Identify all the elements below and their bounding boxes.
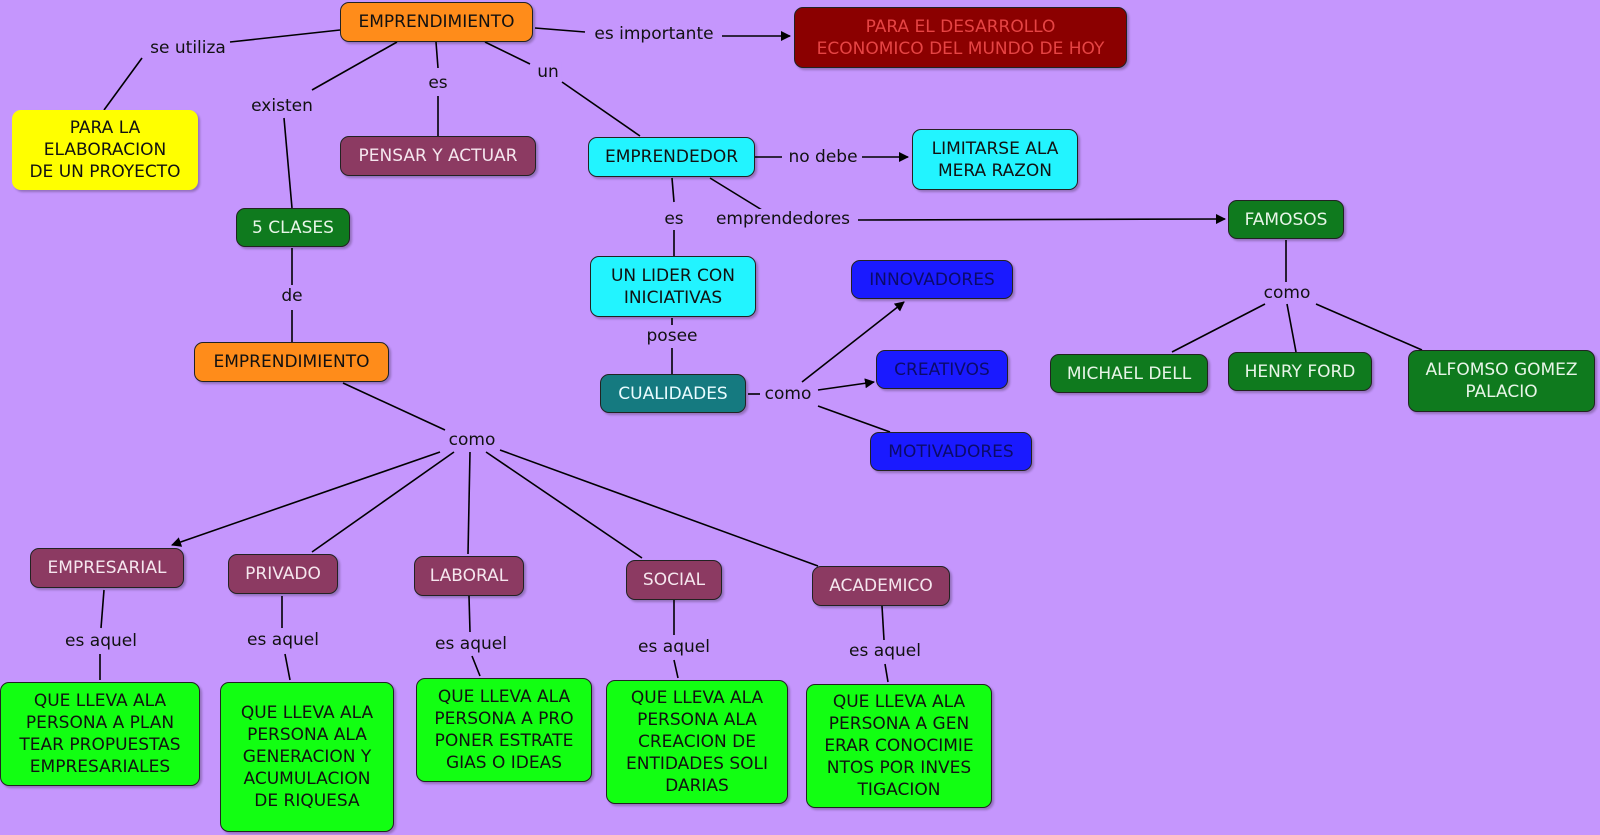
empresarial-node[interactable]: EMPRESARIAL bbox=[30, 548, 184, 588]
label-de: de bbox=[279, 286, 305, 306]
label-es-lider: es bbox=[662, 209, 686, 229]
academico-node[interactable]: ACADEMICO bbox=[812, 566, 950, 606]
label-es-aquel-laboral: es aquel bbox=[433, 634, 509, 654]
laboral-description-node[interactable]: QUE LLEVA ALA PERSONA A PRO PONER ESTRAT… bbox=[416, 678, 592, 782]
label-se-utiliza: se utiliza bbox=[148, 38, 228, 58]
emprendedor-node[interactable]: EMPRENDEDOR bbox=[588, 137, 755, 177]
label-no-debe: no debe bbox=[786, 147, 860, 167]
pensar-actuar-node[interactable]: PENSAR Y ACTUAR bbox=[340, 136, 536, 176]
label-emprendedores: emprendedores bbox=[713, 209, 853, 229]
michael-dell-node[interactable]: MICHAEL DELL bbox=[1050, 354, 1208, 393]
motivadores-node[interactable]: MOTIVADORES bbox=[870, 432, 1032, 471]
label-como-famosos: como bbox=[1261, 283, 1313, 303]
social-node[interactable]: SOCIAL bbox=[626, 560, 722, 600]
privado-node[interactable]: PRIVADO bbox=[228, 554, 338, 594]
laboral-node[interactable]: LABORAL bbox=[414, 556, 524, 596]
label-existen: existen bbox=[249, 96, 315, 116]
label-posee: posee bbox=[644, 326, 700, 346]
alfomso-gomez-node[interactable]: ALFOMSO GOMEZ PALACIO bbox=[1408, 350, 1595, 412]
emprendimiento-root-node[interactable]: EMPRENDIMIENTO bbox=[340, 2, 533, 42]
innovadores-node[interactable]: INNOVADORES bbox=[851, 260, 1013, 299]
privado-description-node[interactable]: QUE LLEVA ALA PERSONA ALA GENERACION Y A… bbox=[220, 682, 394, 832]
creativos-node[interactable]: CREATIVOS bbox=[876, 350, 1008, 389]
label-es-pensar: es bbox=[426, 73, 450, 93]
empresarial-description-node[interactable]: QUE LLEVA ALA PERSONA A PLAN TEAR PROPUE… bbox=[0, 682, 200, 786]
desarrollo-economico-node[interactable]: PARA EL DESARROLLO ECONOMICO DEL MUNDO D… bbox=[794, 7, 1127, 68]
label-es-aquel-privado: es aquel bbox=[245, 630, 321, 650]
label-como-clases: como bbox=[446, 430, 498, 450]
cinco-clases-node[interactable]: 5 CLASES bbox=[236, 208, 350, 247]
famosos-node[interactable]: FAMOSOS bbox=[1228, 200, 1344, 239]
emprendimiento-clases-node[interactable]: EMPRENDIMIENTO bbox=[194, 342, 389, 382]
label-es-importante: es importante bbox=[592, 24, 716, 44]
label-es-aquel-empresarial: es aquel bbox=[63, 631, 139, 651]
social-description-node[interactable]: QUE LLEVA ALA PERSONA ALA CREACION DE EN… bbox=[606, 680, 788, 804]
cualidades-node[interactable]: CUALIDADES bbox=[600, 374, 746, 413]
lider-iniciativas-node[interactable]: UN LIDER CON INICIATIVAS bbox=[590, 256, 756, 317]
label-un: un bbox=[535, 62, 561, 82]
limitarse-razon-node[interactable]: LIMITARSE ALA MERA RAZON bbox=[912, 129, 1078, 190]
label-es-aquel-social: es aquel bbox=[636, 637, 712, 657]
label-como-cualidades: como bbox=[762, 384, 814, 404]
academico-description-node[interactable]: QUE LLEVA ALA PERSONA A GEN ERAR CONOCIM… bbox=[806, 684, 992, 808]
label-es-aquel-academico: es aquel bbox=[847, 641, 923, 661]
elaboracion-proyecto-node[interactable]: PARA LA ELABORACION DE UN PROYECTO bbox=[12, 110, 198, 190]
henry-ford-node[interactable]: HENRY FORD bbox=[1228, 352, 1372, 391]
